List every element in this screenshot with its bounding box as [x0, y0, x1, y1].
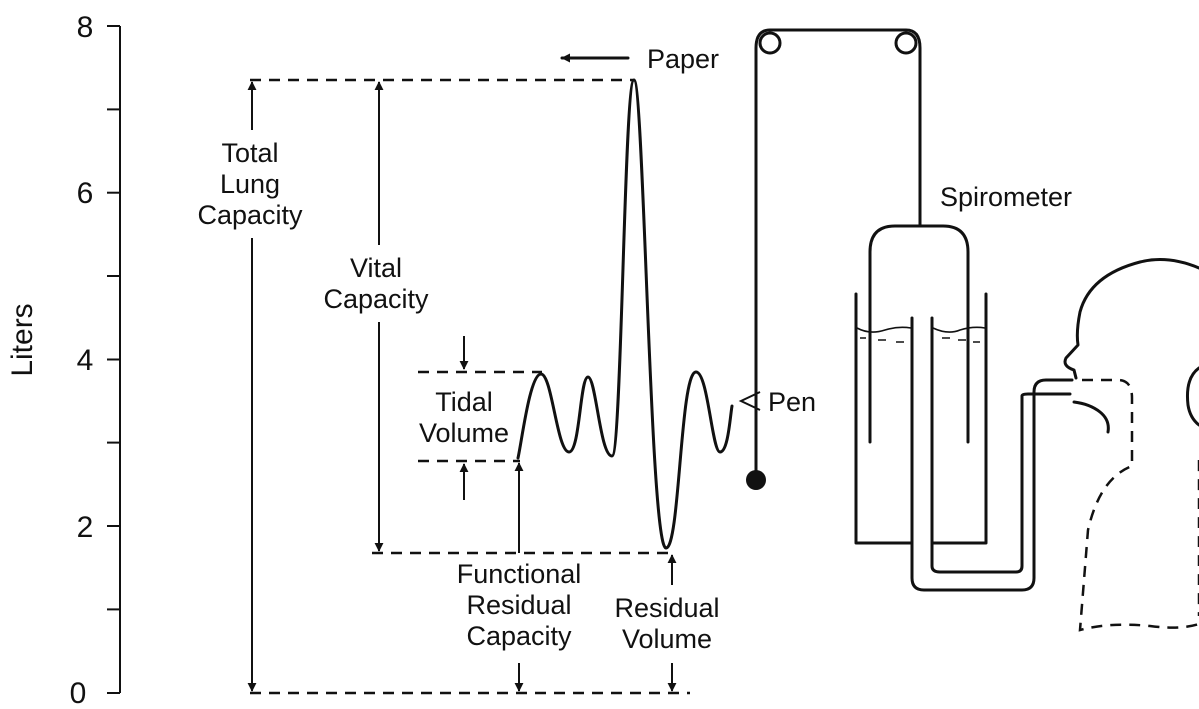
- y-axis: 0 2 4 6 8 Liters: [6, 11, 121, 709]
- reference-lines: [250, 78, 690, 695]
- frc-label-2: Residual: [466, 590, 571, 620]
- spirometer-label: Spirometer: [940, 182, 1072, 212]
- water-line: [932, 326, 986, 333]
- residual-volume-label-2: Volume: [622, 624, 712, 654]
- tidal-volume-label-1: Tidal: [435, 387, 493, 417]
- tick-label-6: 6: [77, 177, 94, 210]
- tank-left-wall: [854, 292, 914, 545]
- pen-icon: [738, 391, 761, 411]
- y-axis-title: Liters: [6, 303, 39, 376]
- frc-label-3: Capacity: [466, 621, 572, 651]
- tick-label-0: 0: [70, 677, 87, 704]
- residual-volume-label-1: Residual: [614, 593, 719, 623]
- frc-label-1: Functional: [457, 559, 582, 589]
- water-ripple: [860, 337, 904, 343]
- pen-label: Pen: [768, 387, 816, 417]
- counterweight-icon: [746, 470, 766, 490]
- spirometer-bell: [868, 224, 970, 444]
- patient-torso-outline: [1078, 378, 1199, 632]
- patient-figure: [1063, 258, 1199, 632]
- y-axis-ticks: [107, 25, 120, 694]
- tick-label-8: 8: [77, 11, 94, 44]
- pulley-right-icon: [894, 31, 918, 55]
- tick-label-4: 4: [77, 344, 94, 377]
- vital-capacity-label-2: Capacity: [323, 284, 429, 314]
- spirogram-trace: [516, 78, 734, 550]
- tank-right-wall: [930, 292, 988, 545]
- tidal-volume-label-2: Volume: [419, 418, 509, 448]
- breathing-hose-inner: [930, 392, 1072, 574]
- spirometer-apparatus: [746, 28, 1074, 592]
- patient-head-profile: [1063, 258, 1199, 434]
- water-ripple: [942, 337, 980, 343]
- total-lung-capacity-label-2: Lung: [220, 169, 280, 199]
- vital-capacity-label-1: Vital: [350, 253, 402, 283]
- total-lung-capacity-label-1: Total: [221, 138, 278, 168]
- breathing-hose-outer: [910, 378, 1074, 592]
- labels: Paper Pen Spirometer Total Lung Capacity…: [197, 44, 1072, 654]
- paper-label: Paper: [647, 44, 719, 74]
- pulley-left-icon: [758, 31, 782, 55]
- pen: [738, 391, 761, 411]
- patient-back: [1186, 366, 1199, 427]
- tick-label-2: 2: [77, 511, 94, 544]
- water-line: [856, 326, 912, 333]
- dimension-arrows: [247, 53, 677, 692]
- total-lung-capacity-label-3: Capacity: [197, 200, 303, 230]
- pulley-cable: [754, 28, 922, 480]
